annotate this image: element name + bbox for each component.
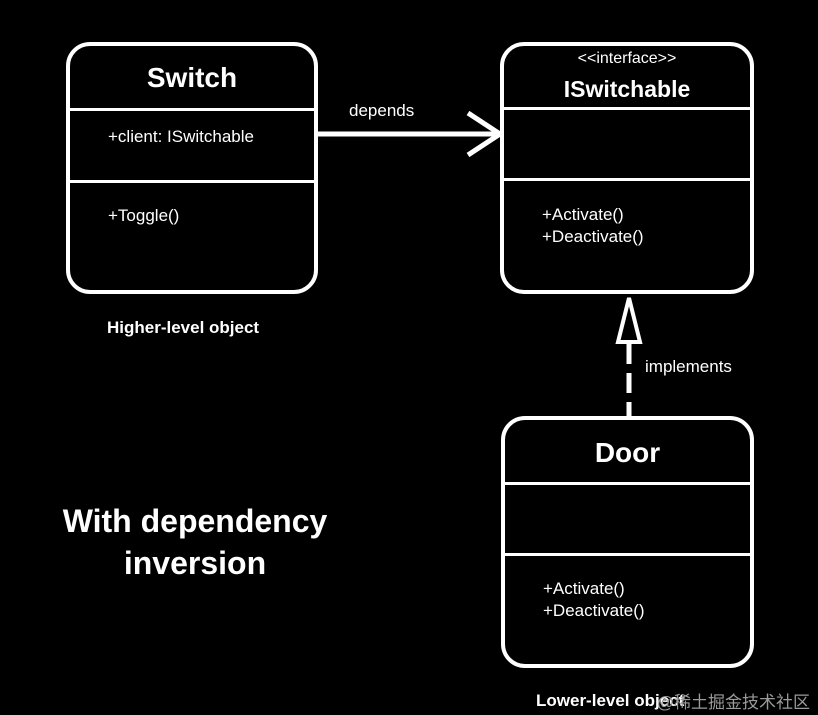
iswitchable-method: +Deactivate() (542, 227, 644, 246)
iswitchable-methods-compartment: +Activate() +Deactivate() (504, 178, 750, 248)
door-method: +Deactivate() (543, 601, 645, 620)
switch-class-name: Switch (146, 62, 238, 93)
interface-stereotype: <<interface>> (577, 50, 677, 67)
iswitchable-interface-box: <<interface>> ISwitchable +Activate() +D… (500, 42, 754, 294)
switch-attributes-compartment: +client: ISwitchable (70, 108, 314, 180)
implements-label: implements (645, 357, 732, 376)
lower-level-caption: Lower-level object (536, 691, 685, 710)
switch-class-box: Switch +client: ISwitchable +Toggle() (66, 42, 318, 294)
implements-hollow-triangle (615, 297, 643, 344)
watermark-text: @稀土掘金技术社区 (656, 693, 810, 712)
higher-level-caption: Higher-level object (107, 318, 260, 337)
iswitchable-attributes-compartment (504, 107, 750, 178)
switch-methods-compartment: +Toggle() (70, 180, 314, 227)
door-class-box: Door +Activate() +Deactivate() (501, 416, 754, 668)
iswitchable-class-name: ISwitchable (563, 76, 691, 102)
door-methods-compartment: +Activate() +Deactivate() (505, 553, 750, 622)
door-class-name: Door (594, 437, 661, 468)
headline-title: With dependency inversion (62, 503, 328, 581)
door-attributes-compartment (505, 482, 750, 553)
iswitchable-method: +Activate() (542, 205, 624, 224)
door-method: +Activate() (543, 579, 625, 598)
switch-method: +Toggle() (108, 206, 180, 225)
depends-label: depends (349, 101, 415, 120)
switch-attribute: +client: ISwitchable (108, 127, 254, 146)
